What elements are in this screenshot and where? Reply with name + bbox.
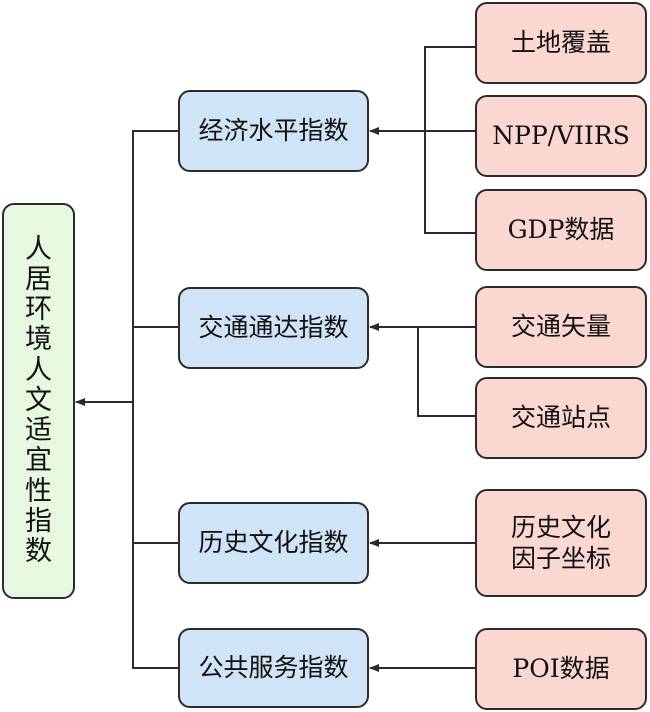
transport-bracket-line	[417, 327, 475, 417]
source-label: 土地覆盖	[510, 28, 611, 58]
source-label: POI数据	[512, 654, 610, 684]
source-label: NPP/VIIRS	[492, 121, 630, 151]
public-service-index-node: 公共服务指数	[178, 628, 369, 708]
source-node-npp-viirs: NPP/VIIRS	[475, 95, 647, 177]
public-service-index-label: 公共服务指数	[198, 653, 349, 683]
source-label: 交通矢量	[510, 312, 611, 342]
source-label: GDP数据	[507, 215, 615, 245]
economic-index-label: 经济水平指数	[198, 116, 349, 146]
root-bracket-line	[132, 130, 178, 669]
economic-index-node: 经济水平指数	[178, 90, 369, 172]
economic-bracket-line	[424, 46, 475, 234]
history-index-node: 历史文化指数	[178, 502, 369, 584]
source-node-gdp: GDP数据	[475, 189, 647, 271]
history-index-label: 历史文化指数	[198, 528, 349, 558]
transport-index-label: 交通通达指数	[198, 313, 349, 343]
source-node-transport-stations: 交通站点	[475, 377, 647, 459]
transport-index-node: 交通通达指数	[178, 287, 369, 369]
root-node: 人居环境人文适宜性指数	[2, 203, 75, 599]
source-node-history-coordinates: 历史文化因子坐标	[475, 489, 647, 597]
source-node-land-cover: 土地覆盖	[475, 2, 647, 84]
source-label: 历史文化因子坐标	[510, 512, 611, 573]
root-label: 人居环境人文适宜性指数	[25, 233, 52, 568]
source-label: 交通站点	[510, 403, 611, 433]
source-node-transport-vector: 交通矢量	[475, 286, 647, 368]
source-node-poi: POI数据	[475, 628, 647, 710]
